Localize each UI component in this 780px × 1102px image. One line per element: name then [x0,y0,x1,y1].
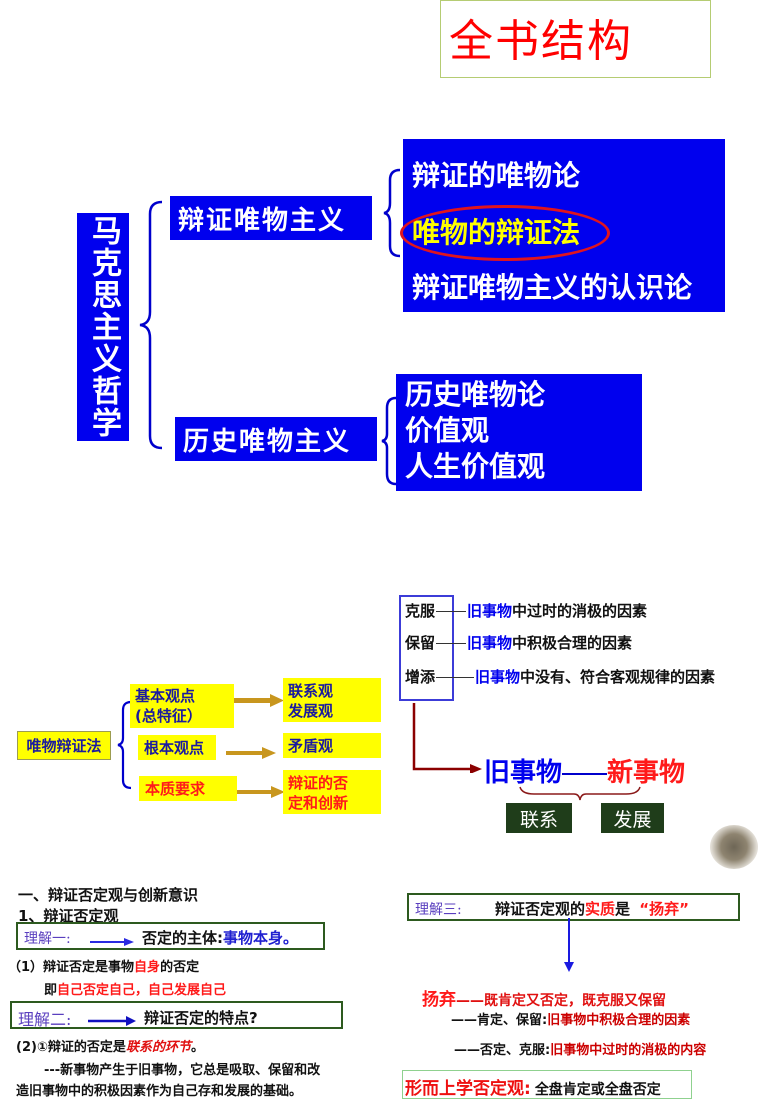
arrow-icon [237,783,285,802]
page-title: 全书结构 [449,16,633,67]
actions-box [399,595,454,701]
dialectics-root: 唯物辩证法 [17,731,111,760]
branch-2-children: 历史唯物论 价值观 人生价值观 [396,374,642,491]
heading-2: 1、辩证否定观 [18,907,119,925]
affirm-retain: ——肯定、保留:旧事物中积极合理的因素 [451,1013,691,1028]
fundamental-view: 根本观点 [138,735,216,760]
arrow-icon [226,744,276,763]
understanding-3: 理解三: 辩证否定观的实质是 “扬弃” [407,893,740,921]
sublation-row: 克服旧事物中过时的消极的因素 [405,602,648,620]
understanding-2: 理解二: 辩证否定的特点? [10,1001,343,1029]
brace-icon [116,700,134,790]
tag-connection: 联系 [506,803,572,833]
connection-development-view: 联系观 发展观 [283,678,381,722]
basic-view: 基本观点 (总特征） [130,684,234,728]
paragraph-5: 造旧事物中的积极因素作为自己存和发展的基础。 [16,1084,303,1099]
brace-icon [136,200,166,450]
brace-icon [518,785,642,801]
branch-1-children: 辩证的唯物论 唯物的辩证法 辩证唯物主义的认识论 [400,139,725,312]
brace-icon [382,168,404,258]
title-box: 全书结构 [440,0,711,78]
child-epistemology: 辩证唯物主义的认识论 [412,271,693,304]
paragraph-4: ---新事物产生于旧事物，它总是吸取、保留和改 [44,1063,321,1078]
sublation-row: 保留旧事物中积极合理的因素 [405,634,633,652]
sublation-row: 增添旧事物中没有、符合客观规律的因素 [405,668,716,686]
child-life-values: 人生价值观 [405,450,546,483]
arrow-icon [88,1011,136,1030]
dialectical-negation-view: 辩证的否 定和创新 [283,770,381,814]
tag-development: 发展 [601,803,664,833]
paragraph-3: (2)①辩证的否定是联系的环节。 [16,1040,204,1055]
child-historical: 历史唯物论 [405,378,546,411]
child-values: 价值观 [405,414,490,447]
paragraph-1: （1）辩证否定是事物自身的否定 [8,960,200,975]
paragraph-2: 即自己否定自己，自己发展自己 [44,983,227,998]
down-arrow-icon [563,918,575,976]
understanding-1: 理解一: 否定的主体:事物本身。 [16,922,325,950]
brace-icon [380,396,400,486]
metaphysics-box: 形而上学否定观:全盘肯定或全盘否定 [402,1070,692,1099]
root-node: 马克思主义哲学 [77,213,129,441]
highlight-ellipse [400,205,610,261]
child-materialism: 辩证的唯物论 [412,159,581,192]
decorative-image [710,825,758,869]
old-new-line: 旧事物新事物 [484,758,686,788]
contradiction-view: 矛盾观 [283,733,381,758]
branch-historical-materialism: 历史唯物主义 [175,417,377,461]
essential-requirement: 本质要求 [139,776,237,801]
root-label: 马克思主义哲学 [86,215,121,439]
negate-overcome: ——否定、克服:旧事物中过时的消极的内容 [454,1043,707,1058]
heading-1: 一、辩证否定观与创新意识 [18,886,199,904]
arrow-icon [90,932,134,951]
arrow-icon [234,693,284,712]
elbow-arrow-icon [408,703,488,777]
branch-dialectical-materialism: 辩证唯物主义 [170,196,372,240]
sublation-definition: 扬弃——既肯定又否定，既克服又保留 [422,990,666,1010]
